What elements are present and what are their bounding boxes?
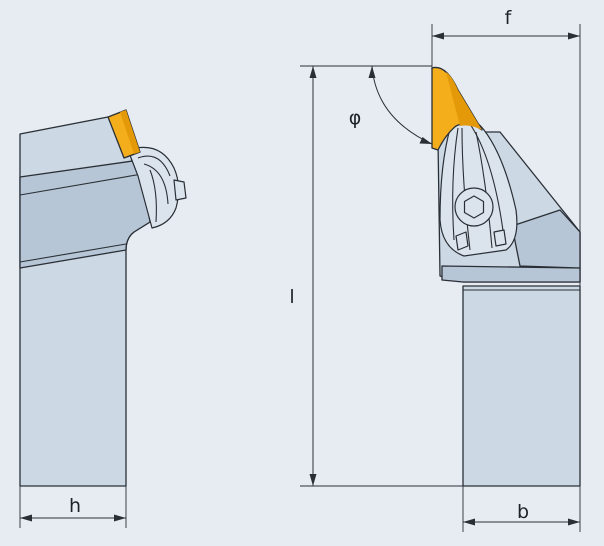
top-view-shank — [462, 285, 581, 487]
side-view-seat — [19, 159, 151, 269]
dimension-f-label: f — [505, 7, 513, 29]
top-view-clamp-rib-3 — [461, 127, 471, 251]
top-view-hex-socket-icon — [463, 195, 485, 219]
side-view-insert-shade — [120, 110, 140, 154]
top-view-head-base — [441, 265, 581, 283]
dimension-b: b — [462, 486, 581, 532]
dimension-b-label: b — [517, 501, 529, 523]
top-view-lug-1 — [455, 231, 469, 251]
top-view-clamp-rib-4 — [475, 131, 493, 249]
side-view-screw — [173, 179, 187, 201]
dimension-h-label: h — [69, 495, 81, 517]
side-view-edge-1 — [19, 173, 143, 196]
dimension-f: f — [431, 7, 581, 286]
top-view-clamp-rib-1 — [452, 127, 459, 241]
side-view-clamp-line-3 — [149, 169, 157, 223]
side-view — [19, 109, 187, 487]
dimension-h: h — [19, 486, 127, 528]
top-view-clamp — [439, 117, 518, 257]
top-view — [431, 66, 581, 487]
top-view-insert-shade — [446, 72, 482, 130]
side-view-clamp-line-1 — [137, 155, 171, 177]
side-view-clamp-line-2 — [143, 163, 169, 205]
top-view-clamp-rib-2 — [469, 123, 505, 239]
angle-phi-label: φ — [349, 107, 362, 129]
side-view-edge-2 — [19, 243, 127, 263]
dimension-l-label: l — [289, 286, 294, 308]
angle-phi: φ — [349, 65, 433, 145]
top-view-lug-2 — [493, 229, 507, 247]
dimension-l: l — [289, 65, 463, 487]
